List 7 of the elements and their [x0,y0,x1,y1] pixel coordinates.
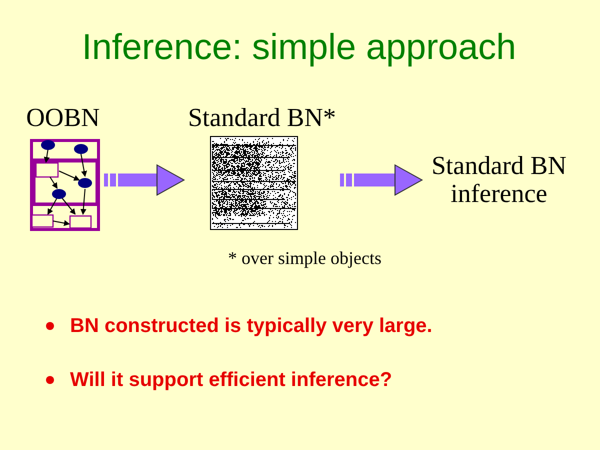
node-title: OOBN [25,103,101,133]
bullet-text: Will it support efficient inference? [70,368,392,392]
node-title: Standard BN* [186,103,338,133]
footnote: * over simple objects [228,247,382,269]
bullet-text: BN constructed is typically very large. [70,314,432,338]
node-label: Standard BN inference [424,152,574,208]
slide-title: Inference: simple approach [82,26,516,68]
